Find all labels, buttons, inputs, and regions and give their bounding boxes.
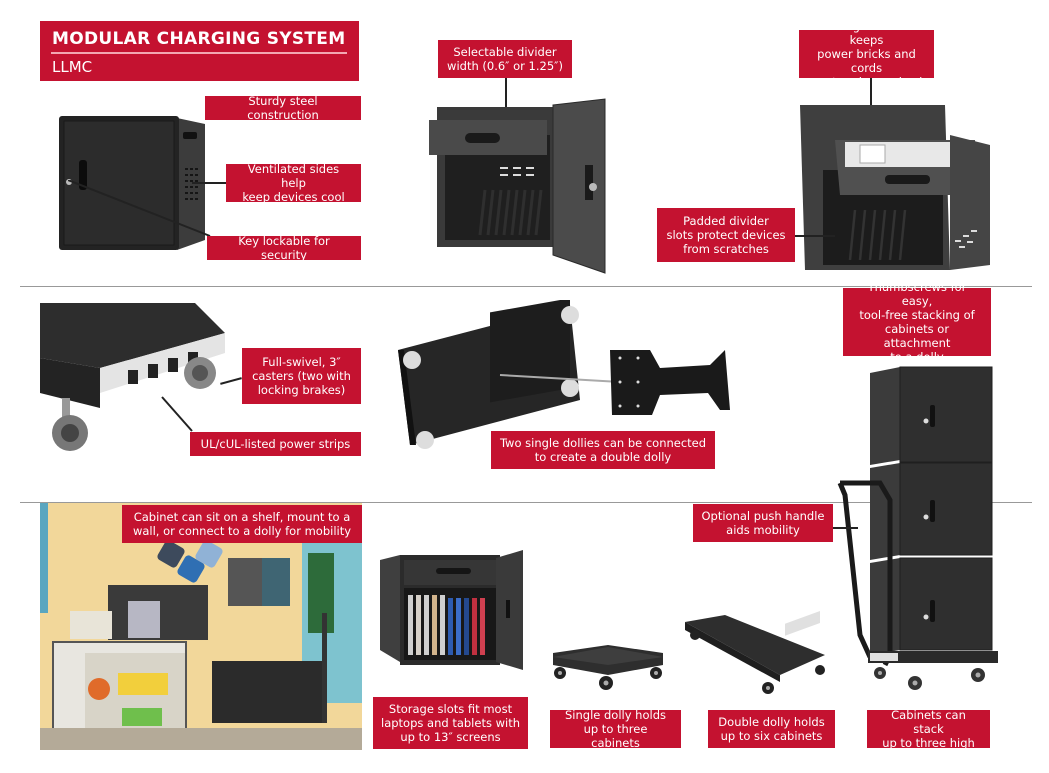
classroom-scene-image bbox=[40, 503, 362, 750]
single-dolly-image bbox=[553, 645, 663, 690]
section-divider-bottom bbox=[20, 502, 1032, 503]
callout-storage-drawer: Storage drawer keeps power bricks and co… bbox=[799, 19, 934, 89]
closed-cabinet-image bbox=[59, 116, 205, 250]
leader-line bbox=[192, 182, 228, 184]
callout-shelf-wall-dolly: Cabinet can sit on a shelf, mount to a w… bbox=[122, 505, 362, 543]
title-banner: MODULAR CHARGING SYSTEM LLMC bbox=[40, 21, 359, 81]
leader-line bbox=[833, 527, 858, 529]
callout-single-dolly: Single dolly holds up to three cabinets bbox=[550, 708, 681, 750]
leader-line bbox=[795, 235, 835, 237]
callout-ventilated: Ventilated sides help keep devices cool bbox=[226, 162, 361, 204]
callout-sturdy: Sturdy steel construction bbox=[205, 94, 361, 122]
callout-stack: Cabinets can stack up to three high bbox=[867, 708, 990, 750]
page-title: MODULAR CHARGING SYSTEM bbox=[52, 29, 346, 49]
leader-line bbox=[68, 180, 211, 237]
stacked-cabinets-image bbox=[837, 366, 998, 690]
callout-double-dolly: Double dolly holds up to six cabinets bbox=[708, 710, 835, 748]
callout-key-lock: Key lockable for security bbox=[207, 234, 361, 262]
callout-padded-divider: Padded divider slots protect devices fro… bbox=[657, 208, 795, 262]
section-divider-top bbox=[20, 286, 1032, 287]
callout-divider-width: Selectable divider width (0.6″ or 1.25″) bbox=[438, 40, 572, 78]
callout-power-strips: UL/cUL-listed power strips bbox=[190, 432, 361, 456]
title-underline bbox=[51, 52, 347, 54]
cabinet-with-devices-image bbox=[380, 550, 523, 670]
dolly-power-strip-image bbox=[40, 303, 225, 451]
callout-storage-slots: Storage slots fit most laptops and table… bbox=[373, 697, 528, 749]
callout-thumbscrews: Thumbscrews for easy, tool-free stacking… bbox=[843, 280, 991, 364]
dolly-connector-image bbox=[398, 300, 730, 449]
leader-line bbox=[161, 396, 193, 432]
page-subtitle: LLMC bbox=[52, 58, 93, 76]
open-cabinet-dividers-image bbox=[429, 98, 606, 274]
cabinet-with-drawer-image bbox=[800, 105, 990, 270]
callout-casters: Full-swivel, 3″ casters (two with lockin… bbox=[242, 348, 361, 404]
callout-two-dollies: Two single dollies can be connected to c… bbox=[491, 431, 715, 469]
double-dolly-image bbox=[685, 611, 825, 694]
callout-push-handle: Optional push handle aids mobility bbox=[693, 504, 833, 542]
